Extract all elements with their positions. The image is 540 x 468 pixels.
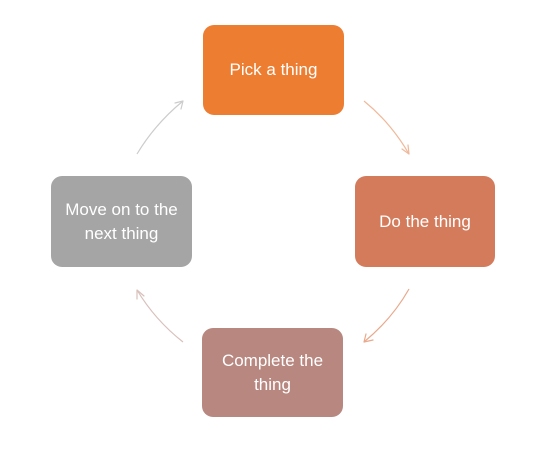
step-complete-the-thing: Complete the thing [202,328,343,417]
step-pick-a-thing: Pick a thing [203,25,344,115]
connector-complete-to-move [136,289,184,343]
connector-move-to-pick [136,100,184,155]
step-pick-a-thing-label: Pick a thing [229,60,318,79]
step-do-the-thing: Do the thing [355,176,495,267]
step-complete-the-thing-label: Complete the thing [221,350,324,394]
step-move-on-label: Move on to the next thing [65,199,178,243]
connector-do-to-complete [363,288,410,343]
step-do-the-thing-label: Do the thing [379,211,471,231]
connector-pick-to-do [363,100,410,155]
step-move-on-to-the-next-thing: Move on to the next thing [51,176,192,267]
